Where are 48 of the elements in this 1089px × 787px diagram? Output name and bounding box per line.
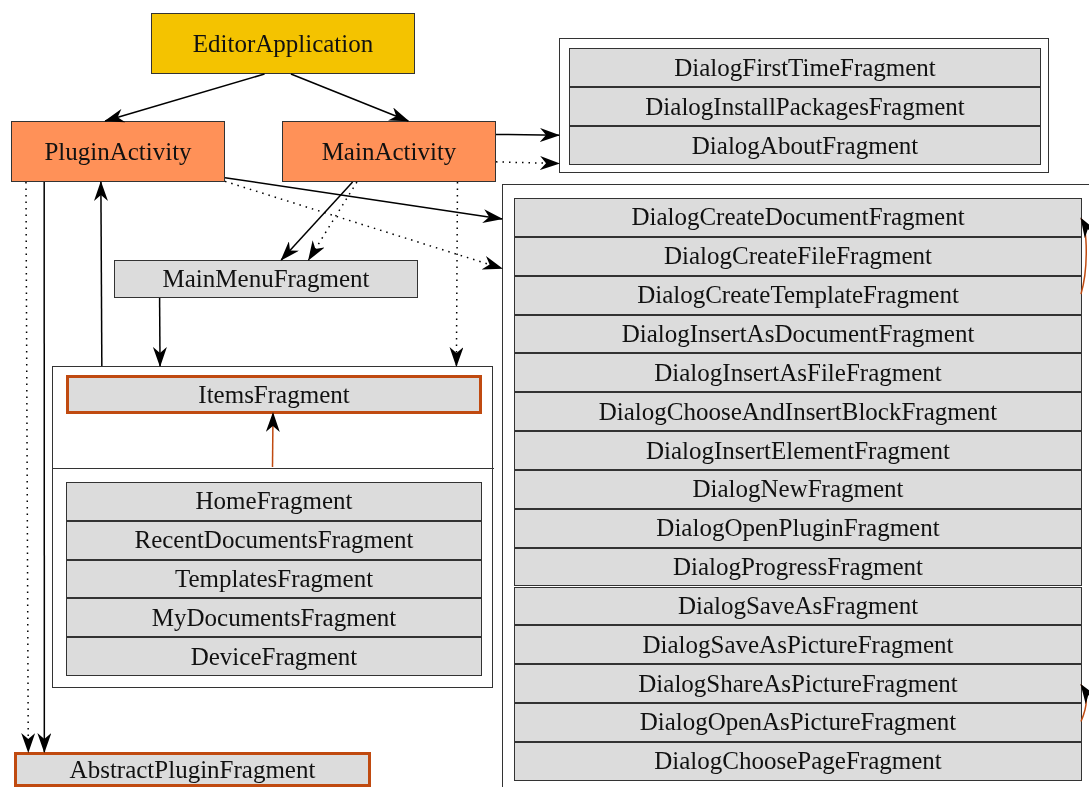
arrow (152, 297, 167, 367)
arrow (224, 180, 503, 270)
class-box: DialogProgressFragment (514, 547, 1082, 587)
arrow (37, 181, 52, 753)
class-box: DialogChoosePageFragment (514, 741, 1082, 781)
class-box: DeviceFragment (66, 637, 482, 676)
arrow (1080, 217, 1089, 295)
arrow (290, 73, 410, 122)
arrow (495, 156, 560, 171)
arrow (495, 127, 560, 142)
class-box: DialogOpenAsPictureFragment (514, 703, 1082, 742)
arrow (265, 412, 280, 468)
class-box: RecentDocumentsFragment (66, 520, 482, 560)
class-box: HomeFragment (66, 482, 482, 521)
class-box: DialogCreateDocumentFragment (514, 198, 1082, 237)
arrow (21, 181, 36, 753)
class-box: DialogInsertElementFragment (514, 431, 1082, 470)
arrow (449, 181, 464, 367)
class-box: DialogAboutFragment (569, 126, 1041, 165)
class-box: DialogInsertAsDocumentFragment (514, 314, 1082, 354)
class-box: DialogCreateTemplateFragment (514, 275, 1082, 315)
class-box: MainMenuFragment (114, 260, 418, 298)
class-box: DialogSaveAsFragment (514, 586, 1082, 626)
class-box: DialogNewFragment (514, 469, 1082, 509)
class-box: EditorApplication (151, 13, 415, 74)
class-box: DialogInsertAsFileFragment (514, 353, 1082, 393)
class-box: DialogCreateFileFragment (514, 236, 1082, 276)
class-box: AbstractPluginFragment (14, 752, 371, 787)
class-box: DialogInstallPackagesFragment (569, 87, 1041, 126)
class-box: TemplatesFragment (66, 559, 482, 599)
class-box: MainActivity (282, 121, 496, 182)
class-box: MyDocumentsFragment (66, 598, 482, 638)
arrow (104, 73, 266, 123)
class-box: DialogSaveAsPictureFragment (514, 625, 1082, 665)
group-frame (502, 184, 1089, 787)
arrow (307, 181, 358, 261)
arrow (1080, 683, 1089, 723)
class-box: ItemsFragment (66, 375, 482, 414)
arrow (224, 177, 503, 224)
arrow (94, 181, 108, 367)
class-box: DialogOpenPluginFragment (514, 508, 1082, 548)
group-frame (52, 366, 493, 688)
class-box: PluginActivity (11, 121, 225, 182)
class-box: DialogChooseAndInsertBlockFragment (514, 392, 1082, 432)
arrow (280, 181, 354, 261)
class-box: DialogShareAsPictureFragment (514, 664, 1082, 704)
group-frame (559, 38, 1049, 173)
class-box: DialogFirstTimeFragment (569, 48, 1041, 87)
